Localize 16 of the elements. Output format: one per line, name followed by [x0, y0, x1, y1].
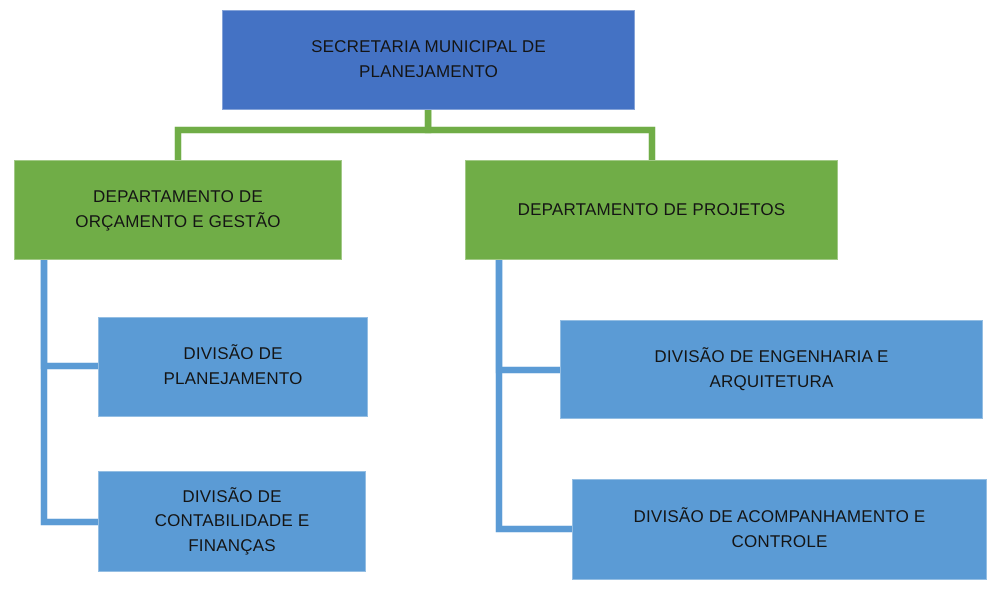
- org-unit-box: [572, 479, 987, 580]
- org-unit-box: [465, 160, 838, 260]
- org-unit-box: [98, 471, 366, 572]
- unit-name: DIVISÃO DE PLANEJAMENTO: [162, 343, 304, 390]
- org-unit-box: [14, 160, 342, 260]
- unit-name: DEPARTAMENTO DE PROJETOS: [518, 198, 786, 221]
- connector-line: [496, 260, 572, 532]
- unit-name: DEPARTAMENTO DE ORÇAMENTO E GESTÃO: [74, 186, 282, 233]
- unit-name: SECRETARIA MUNICIPAL DE PLANEJAMENTO: [310, 36, 547, 83]
- unit-name: DIVISÃO DE CONTABILIDADE E FINANÇAS: [154, 486, 310, 557]
- unit-name: DIVISÃO DE ENGENHARIA E ARQUITETURA: [653, 346, 890, 392]
- connector-line: [40, 260, 98, 526]
- org-unit-box: [560, 320, 983, 419]
- org-unit-box: [98, 317, 368, 417]
- unit-name: DIVISÃO DE ACOMPANHAMENTO E CONTROLE: [632, 506, 926, 552]
- org-unit-box: [222, 10, 635, 110]
